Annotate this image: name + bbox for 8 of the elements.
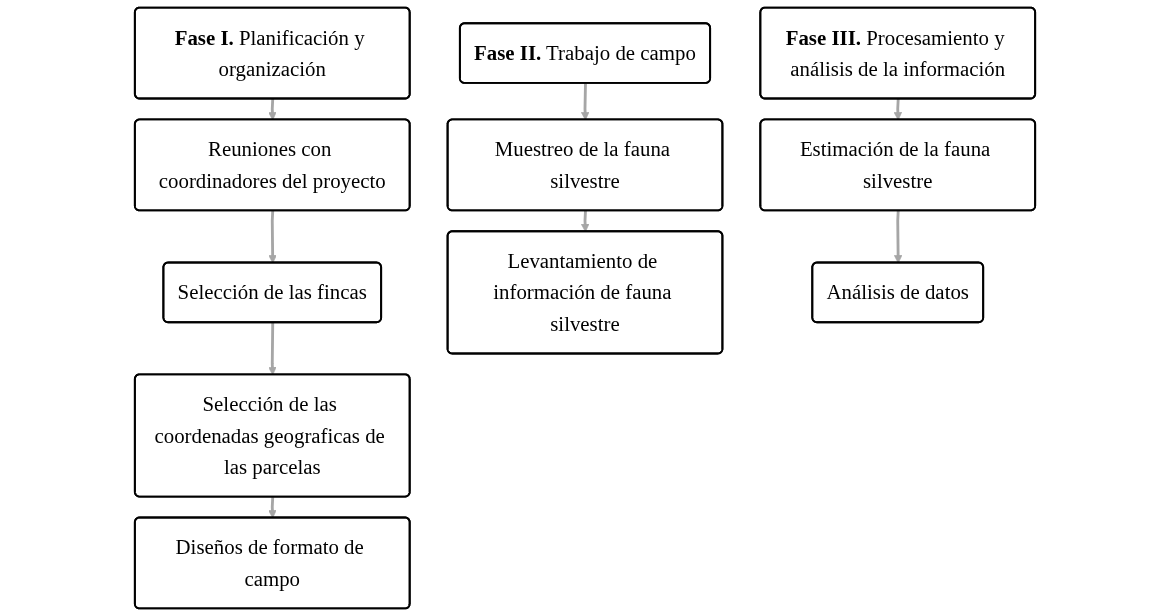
arrow — [581, 210, 590, 233]
arrow — [268, 497, 277, 519]
arrow — [268, 210, 277, 264]
arrow — [268, 322, 277, 376]
arrow — [893, 210, 903, 264]
arrow — [268, 98, 277, 121]
arrow — [581, 83, 590, 121]
arrow — [893, 98, 903, 121]
